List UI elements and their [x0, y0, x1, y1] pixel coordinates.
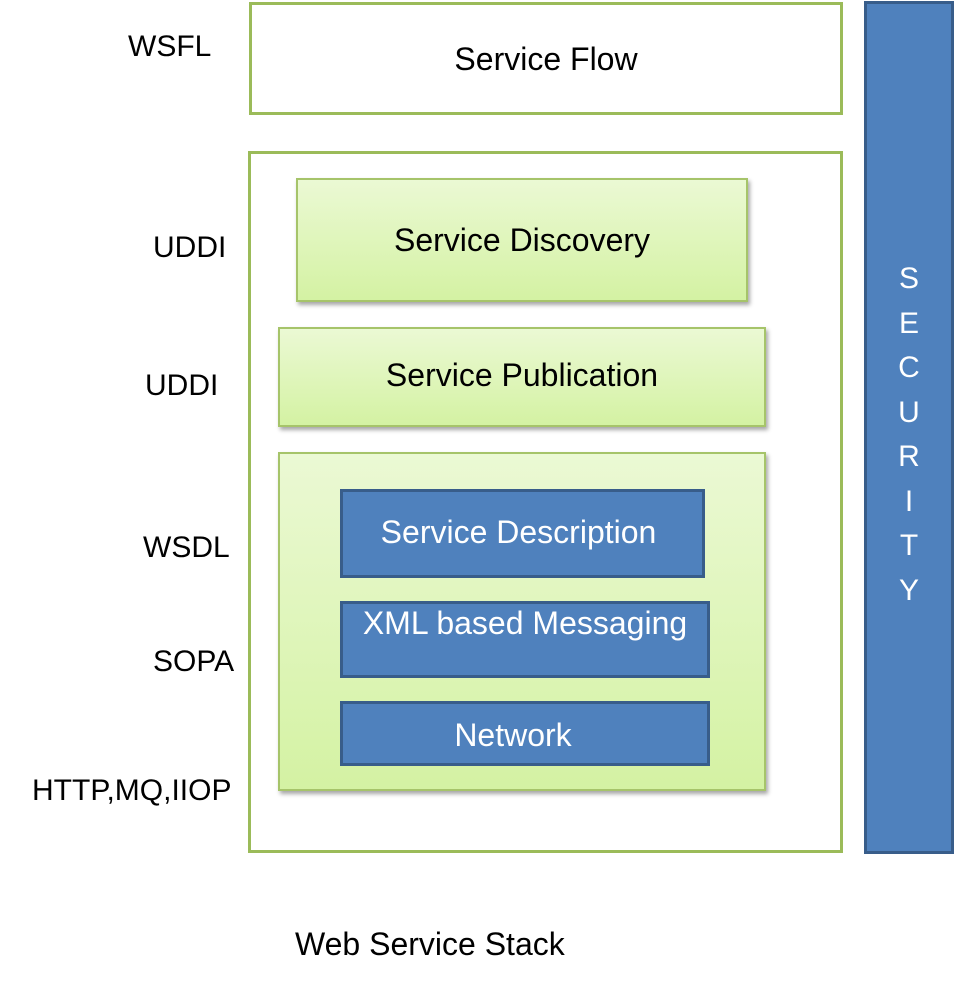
- security-letter: E: [898, 306, 919, 340]
- protocol-label-uddi-discovery: UDDI: [153, 231, 227, 264]
- security-letter: R: [898, 440, 920, 473]
- network-label: Network: [454, 716, 572, 753]
- security-letter: S: [898, 262, 919, 295]
- security-bar: S E C U R I T Y: [864, 1, 954, 854]
- service-discovery-label: Service Discovery: [393, 222, 651, 258]
- protocol-label-sopa: SOPA: [153, 645, 235, 678]
- protocol-label-uddi-publication: UDDI: [145, 369, 219, 402]
- service-publication-box: Service Publication: [278, 327, 766, 427]
- security-letter: C: [898, 351, 920, 384]
- protocol-label-transport: HTTP,MQ,IIOP: [32, 774, 232, 807]
- security-letter: U: [898, 395, 920, 429]
- security-letter: T: [899, 529, 919, 562]
- service-description-label: Service Description: [380, 513, 657, 550]
- service-discovery-box: Service Discovery: [296, 178, 748, 302]
- xml-messaging-box: XML based Messaging: [340, 601, 710, 678]
- xml-messaging-label: XML based Messaging: [362, 605, 688, 641]
- service-description-box: Service Description: [340, 489, 705, 578]
- service-publication-label: Service Publication: [385, 357, 659, 393]
- diagram-caption: Web Service Stack: [295, 926, 565, 962]
- security-letter: Y: [898, 573, 919, 607]
- security-letter: I: [904, 484, 914, 518]
- service-flow-box: Service Flow: [249, 2, 843, 115]
- security-label: S E C U R I T Y: [867, 257, 951, 613]
- protocol-label-wsdl: WSDL: [143, 531, 230, 564]
- protocol-label-wsfl: WSFL: [128, 30, 212, 63]
- service-flow-label: Service Flow: [454, 40, 638, 77]
- network-box: Network: [340, 701, 710, 766]
